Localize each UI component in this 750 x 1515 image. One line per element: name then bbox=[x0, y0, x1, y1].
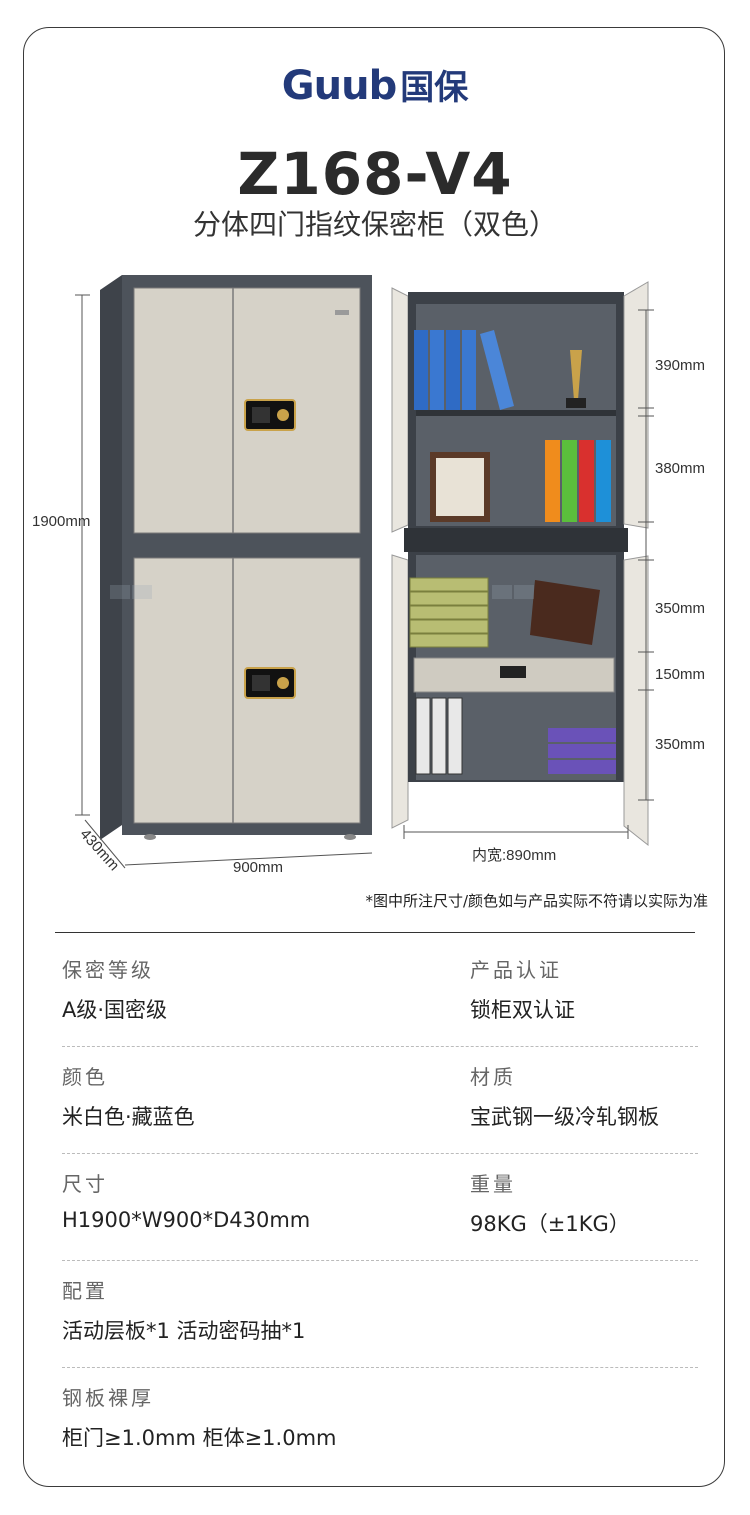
fingerprint-lock-icon bbox=[244, 399, 296, 431]
spec-label: 重量 bbox=[470, 1172, 516, 1196]
cabinet-illustration: 1900mm 430mm 900mm bbox=[32, 275, 705, 876]
spec-label: 产品认证 bbox=[470, 958, 562, 982]
depth-label: 430mm bbox=[76, 826, 122, 875]
inner-width-label: 内宽:890mm bbox=[472, 847, 556, 864]
product-card bbox=[23, 27, 725, 1487]
spec-value: 98KG（±1KG） bbox=[470, 1212, 630, 1236]
width-dimension: 900mm bbox=[124, 852, 373, 876]
height-dimension: 1900mm bbox=[32, 294, 90, 816]
open-cabinet bbox=[391, 281, 649, 847]
product-subtitle: 分体四门指纹保密柜（双色） bbox=[192, 208, 557, 241]
spec-label: 尺寸 bbox=[62, 1172, 108, 1196]
spec-label: 钢板裸厚 bbox=[62, 1386, 154, 1410]
interior-dimensions: 390mm 380mm 350mm 150mm 350mm bbox=[638, 309, 705, 801]
width-label: 900mm bbox=[233, 859, 283, 876]
disclaimer-note: *图中所注尺寸/颜色如与产品实际不符请以实际为准 bbox=[365, 892, 708, 910]
spec-label: 保密等级 bbox=[62, 958, 154, 982]
spec-value: 米白色·藏蓝色 bbox=[62, 1105, 195, 1129]
spec-label: 颜色 bbox=[62, 1065, 108, 1089]
spec-row: 保密等级 A级·国密级 产品认证 锁柜双认证 bbox=[62, 940, 698, 1047]
drawer-label: 150mm bbox=[655, 666, 705, 683]
divider bbox=[55, 932, 695, 933]
spec-value: 锁柜双认证 bbox=[470, 998, 575, 1022]
product-image: 1900mm 430mm 900mm bbox=[30, 260, 720, 900]
spec-value: H1900*W900*D430mm bbox=[62, 1208, 311, 1232]
spec-row: 钢板裸厚 柜门≥1.0mm 柜体≥1.0mm bbox=[62, 1368, 698, 1474]
shelf-2-label: 380mm bbox=[655, 460, 705, 477]
spec-value: 宝武钢一级冷轧钢板 bbox=[470, 1105, 659, 1129]
closed-cabinet bbox=[100, 275, 372, 840]
spec-label: 配置 bbox=[62, 1279, 108, 1303]
shelf-4-label: 350mm bbox=[655, 736, 705, 753]
brand-cn: 国保 bbox=[400, 68, 469, 108]
height-label: 1900mm bbox=[32, 513, 90, 530]
watermark bbox=[110, 585, 534, 599]
shelf-3-label: 350mm bbox=[655, 600, 705, 617]
spec-row: 尺寸 H1900*W900*D430mm 重量 98KG（±1KG） bbox=[62, 1154, 698, 1261]
spec-value: 柜门≥1.0mm 柜体≥1.0mm bbox=[62, 1426, 337, 1450]
spec-label: 材质 bbox=[470, 1065, 516, 1089]
spec-value: A级·国密级 bbox=[62, 998, 168, 1022]
brand-latin: Guub bbox=[281, 63, 397, 109]
inner-width-dimension: 内宽:890mm bbox=[403, 825, 629, 864]
fingerprint-lock-icon bbox=[244, 667, 296, 699]
spec-row: 配置 活动层板*1 活动密码抽*1 bbox=[62, 1261, 698, 1368]
spec-table: 保密等级 A级·国密级 产品认证 锁柜双认证 颜色 米白色·藏蓝色 材质 宝武钢… bbox=[62, 940, 698, 1474]
shelf-1-label: 390mm bbox=[655, 357, 705, 374]
spec-value: 活动层板*1 活动密码抽*1 bbox=[62, 1319, 306, 1343]
spec-row: 颜色 米白色·藏蓝色 材质 宝武钢一级冷轧钢板 bbox=[62, 1047, 698, 1154]
model-number: Z168-V4 bbox=[237, 140, 513, 208]
